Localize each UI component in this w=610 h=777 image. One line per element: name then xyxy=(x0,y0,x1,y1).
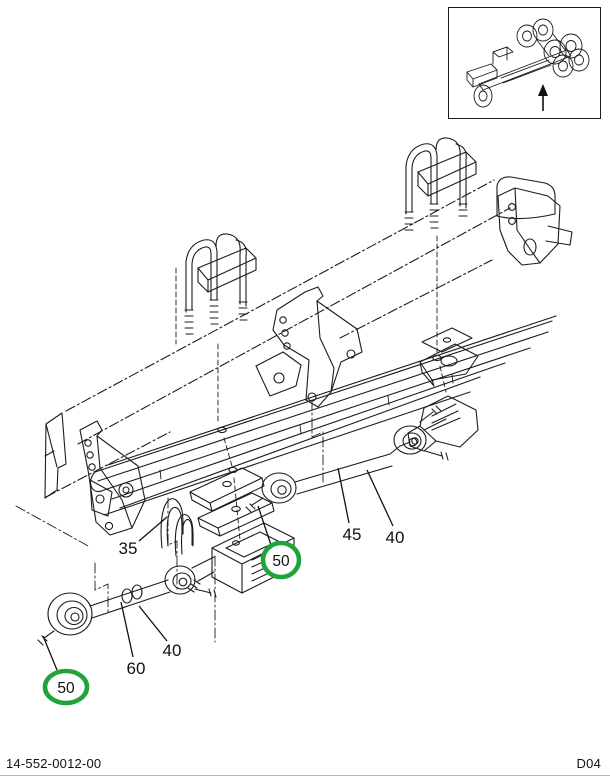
callout-40-right-label: 40 xyxy=(386,528,405,547)
callout-40-left-label: 40 xyxy=(163,641,182,660)
page-code: D04 xyxy=(576,756,601,771)
break-boundary-lines xyxy=(15,399,324,643)
callout-45-label: 45 xyxy=(343,525,362,544)
callout-60: 60 xyxy=(120,601,146,678)
callout-50-right[interactable]: 50 xyxy=(257,505,302,580)
u-bolt-assembly-left xyxy=(184,233,257,335)
truck-chassis-thumbnail xyxy=(466,18,590,111)
frame-rail xyxy=(44,176,556,499)
callout-50-left-label: 50 xyxy=(57,680,75,697)
u-bolt-assembly-right xyxy=(404,137,477,231)
footer-rule xyxy=(0,775,610,776)
vehicle-location-inset xyxy=(448,7,601,119)
up-arrow-icon xyxy=(538,84,548,111)
callout-35: 35 xyxy=(119,516,168,558)
callout-40-right: 40 xyxy=(366,469,405,547)
assembly-centerlines xyxy=(175,235,447,541)
hanger-bracket-left xyxy=(79,420,146,536)
callout-50-right-label: 50 xyxy=(272,553,290,570)
callout-45: 45 xyxy=(337,467,362,544)
torque-rod-right xyxy=(245,405,449,513)
hanger-bracket-right xyxy=(497,187,573,266)
spring-seat-stack-right xyxy=(407,327,479,452)
callout-60-label: 60 xyxy=(127,659,146,678)
hanger-bracket-middle xyxy=(255,286,363,408)
callouts: 35 45 40 50 60 40 xyxy=(42,467,405,706)
callout-50-left[interactable]: 50 xyxy=(42,635,90,706)
spring-seat-pads-center xyxy=(189,467,275,537)
document-number: 14-552-0012-00 xyxy=(6,756,102,771)
callout-40-left: 40 xyxy=(138,605,182,660)
callout-35-label: 35 xyxy=(119,539,138,558)
